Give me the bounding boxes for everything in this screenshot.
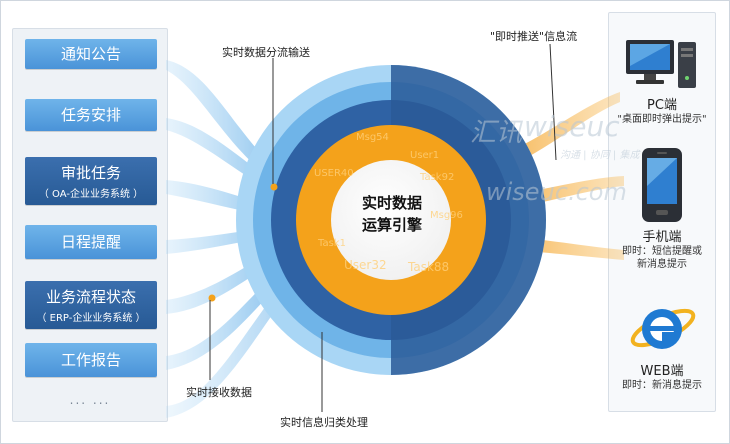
client-pc-desc: "桌面即时弹出提示" [617, 114, 707, 125]
engine-title: 实时数据 运算引擎 [344, 192, 440, 236]
client-mobile-desc: 即时：短信提醒或 [622, 246, 702, 257]
engine-word: User32 [344, 258, 387, 272]
label-classify: 实时信息归类处理 [280, 416, 368, 429]
label-push: "即时推送"信息流 [490, 30, 578, 43]
watermark-latin: wiseuc [524, 110, 620, 143]
source-panel: 通知公告 任务安排 审批任务 （ OA-企业业务系统 ） 日程提醒 业务流程状态… [12, 28, 168, 422]
mobile-phone-icon [642, 148, 682, 222]
watermark-brand: 汇讯 [470, 118, 523, 148]
client-web: WEB端 即时：新消息提示 [612, 360, 712, 392]
source-item-report[interactable]: 工作报告 [25, 343, 157, 377]
watermark-tagline: 沟通 | 协同 | 集成 [560, 150, 640, 161]
engine-word: Msg96 [430, 210, 463, 221]
client-pc: PC端 "桌面即时弹出提示" [612, 94, 712, 126]
source-item-notice[interactable]: 通知公告 [25, 39, 157, 69]
source-item-label: 工作报告 [60, 351, 121, 369]
receive-dot [270, 183, 278, 191]
client-mobile-title: 手机端 [642, 230, 682, 245]
source-item-tasks[interactable]: 任务安排 [25, 99, 157, 131]
engine-word: Task88 [408, 260, 450, 274]
source-item-label: 审批任务 [60, 164, 121, 182]
source-item-label: 通知公告 [60, 45, 121, 63]
engine-word: Task1 [318, 238, 346, 249]
engine-title-line1: 实时数据 [361, 194, 422, 212]
engine-title-line2: 运算引擎 [361, 216, 422, 234]
source-item-approval[interactable]: 审批任务 （ OA-企业业务系统 ） [25, 157, 157, 205]
source-item-label: 日程提醒 [60, 233, 121, 251]
source-item-label: 任务安排 [60, 106, 121, 124]
client-mobile: 手机端 即时：短信提醒或 新消息提示 [612, 226, 712, 271]
watermark-url: wiseuc.com [486, 178, 627, 206]
client-pc-title: PC端 [647, 98, 677, 113]
client-web-desc: 即时：新消息提示 [622, 380, 702, 391]
desktop-pc-icon [626, 40, 696, 88]
more-items-ellipsis: ... ... [69, 393, 111, 407]
client-web-title: WEB端 [640, 364, 684, 379]
source-item-sublabel: （ ERP-企业业务系统 ） [36, 313, 146, 324]
engine-word: User1 [410, 150, 440, 161]
label-receive: 实时接收数据 [186, 386, 252, 399]
engine-word: Msg54 [356, 132, 389, 143]
engine-core [331, 160, 451, 280]
engine-word: Task92 [420, 172, 455, 183]
client-mobile-desc2: 新消息提示 [637, 259, 687, 270]
source-item-sublabel: （ OA-企业业务系统 ） [38, 189, 144, 200]
label-distribute: 实时数据分流输送 [222, 46, 310, 59]
engine-word: USER40 [314, 168, 354, 179]
internet-explorer-icon [630, 308, 696, 349]
receive-dot [208, 294, 216, 302]
source-item-label: 业务流程状态 [45, 288, 136, 306]
leader-lines [209, 43, 557, 412]
source-item-schedule[interactable]: 日程提醒 [25, 225, 157, 259]
source-item-workflow[interactable]: 业务流程状态 （ ERP-企业业务系统 ） [25, 281, 157, 329]
